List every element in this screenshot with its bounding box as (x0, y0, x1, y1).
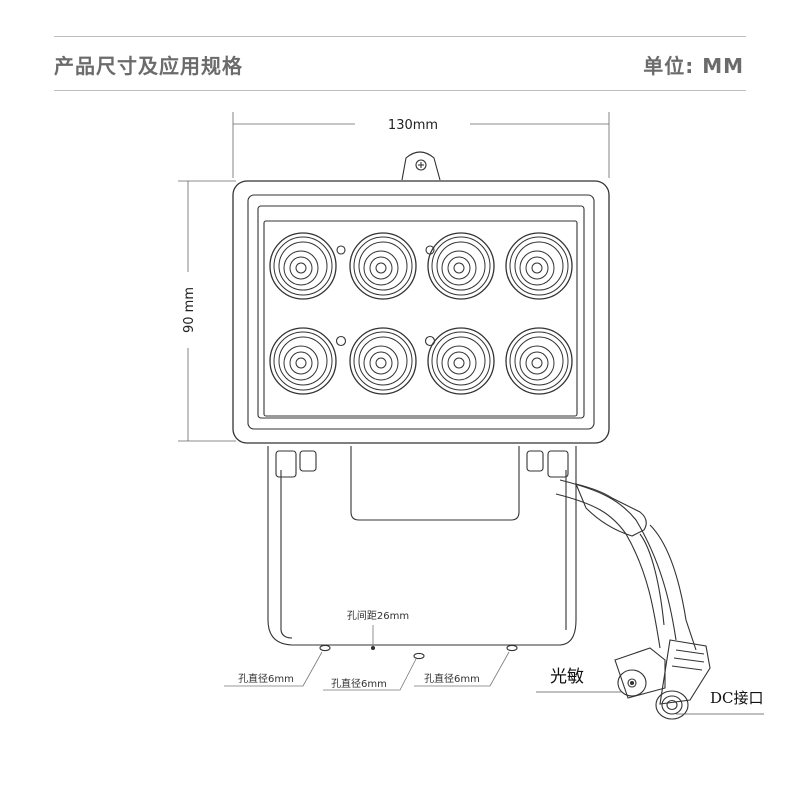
led-lens (349, 232, 417, 300)
page-title: 产品尺寸及应用规格 (54, 54, 243, 78)
led-array (269, 232, 573, 395)
lamp-housing-outer (232, 180, 610, 444)
photosensor-label: 光敏 (550, 667, 584, 687)
width-label: 130mm (388, 118, 438, 133)
led-lens (269, 327, 337, 395)
height-dimension (178, 180, 236, 442)
indicator-dot (425, 245, 435, 255)
width-dimension (232, 112, 610, 178)
photosensor-connector (614, 647, 666, 699)
led-lens (505, 232, 573, 300)
dc-port-label: DC接口 (710, 689, 764, 707)
led-lens (349, 327, 417, 395)
led-lens (427, 327, 495, 395)
height-label: 90 mm (182, 287, 197, 333)
hole-diameter-label-middle: 孔直径6mm (331, 677, 387, 690)
indicator-dot (424, 335, 436, 347)
rear-box (350, 446, 520, 521)
led-lens (505, 327, 573, 395)
hole-leaders (224, 625, 510, 691)
mounting-bracket (267, 446, 577, 646)
indicator-dot (336, 245, 346, 255)
led-lens (427, 232, 495, 300)
dc-connector (655, 639, 711, 720)
header-bottom-rule (54, 90, 746, 91)
hole-spacing-label: 孔间距26mm (347, 609, 409, 622)
header-top-rule (54, 36, 746, 37)
led-lens (269, 232, 337, 300)
unit-label: 单位: MM (643, 54, 744, 78)
hole-spacing-marker (370, 645, 376, 651)
hole-diameter-label-right: 孔直径6mm (424, 672, 480, 685)
mounting-holes (319, 644, 518, 660)
power-cable (555, 479, 697, 651)
lamp-bezel (257, 205, 585, 419)
indicator-dot (335, 335, 347, 347)
led-panel (263, 220, 578, 417)
hole-diameter-label-left: 孔直径6mm (238, 672, 294, 685)
top-mount-tab (401, 151, 441, 181)
lamp-housing-inner (247, 194, 595, 430)
